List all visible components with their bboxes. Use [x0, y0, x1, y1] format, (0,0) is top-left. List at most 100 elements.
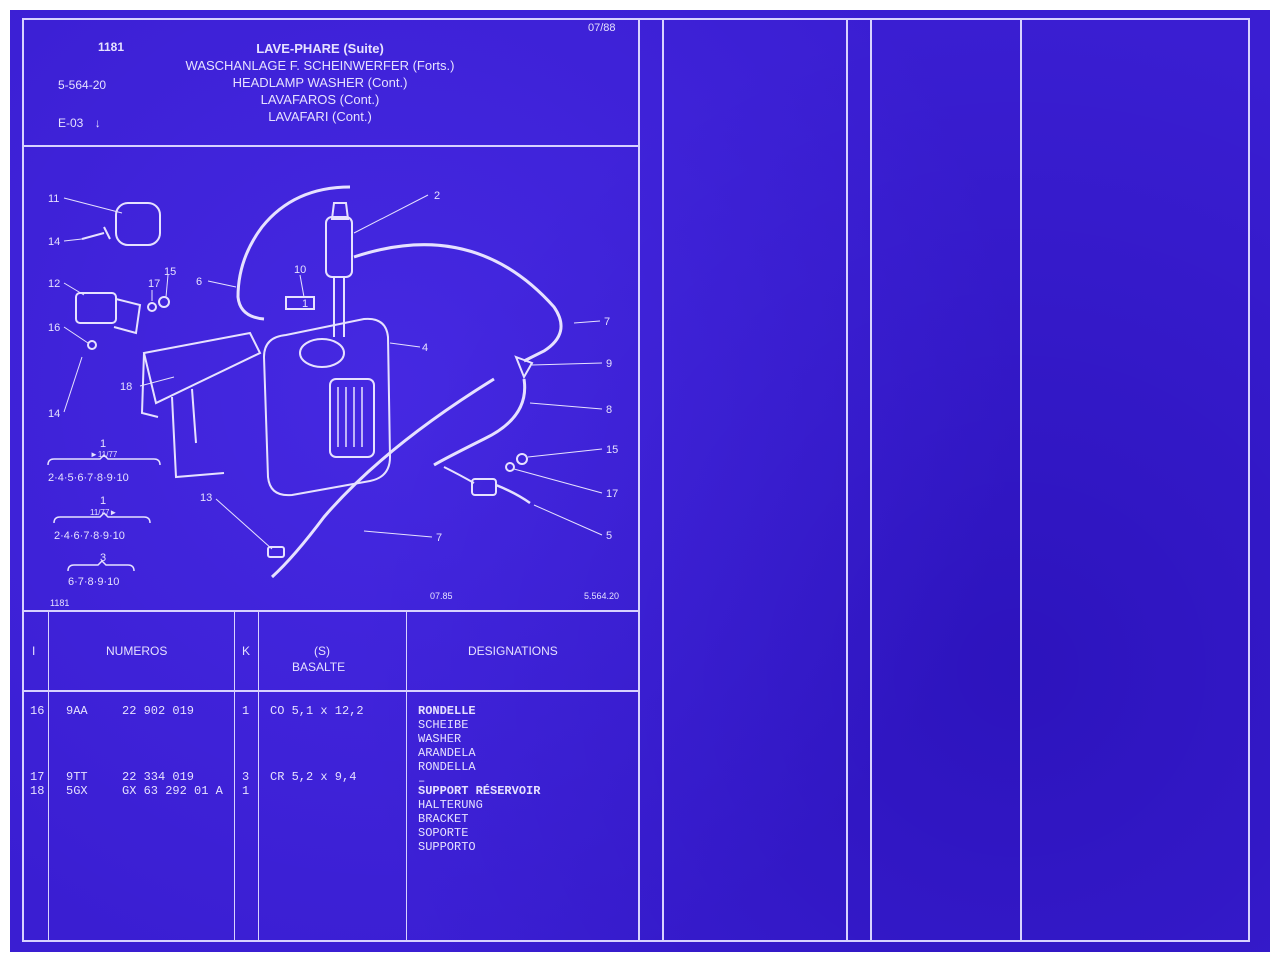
diagram-footer-ref: 5.564.20 — [584, 591, 619, 601]
callout-15: 15 — [606, 444, 618, 456]
leader-7-bottom — [363, 530, 433, 538]
legend-index: 3 — [100, 552, 106, 564]
leader-14-bottom — [63, 356, 83, 413]
col-header-k: K — [242, 644, 251, 658]
callout-14: 14 — [48, 408, 60, 420]
row-k: 1 — [242, 784, 250, 798]
parts-catalog-sheet: 07/88 1181 5-564-20 E-03 ↓ LAVE-PHARE (S… — [10, 10, 1270, 952]
leader-7-right — [573, 320, 601, 324]
col-header-i: I — [32, 644, 36, 658]
motor-screw — [81, 226, 111, 240]
frame-right — [1248, 18, 1250, 942]
leader-9 — [531, 362, 603, 366]
reservoir-neck — [299, 338, 345, 368]
callout-14: 14 — [48, 236, 60, 248]
table-col-line-2 — [234, 610, 235, 942]
designation-line: – — [418, 774, 426, 788]
diagram-footer-left: 1181 — [50, 598, 69, 608]
callout-5: 5 — [606, 530, 612, 542]
leader-10 — [299, 274, 305, 298]
leader-13 — [215, 498, 273, 550]
callout-11: 11 — [48, 193, 59, 205]
section-arrow: ↓ — [94, 116, 101, 130]
callout-17: 17 — [606, 488, 618, 500]
washer-16 — [87, 340, 97, 350]
row-k: 3 — [242, 770, 250, 784]
legend-note: ►11/77 — [90, 450, 118, 459]
table-col-line-4 — [406, 610, 407, 942]
leader-15-left — [165, 274, 169, 298]
diagram-separator — [22, 610, 640, 612]
leader-16 — [63, 326, 89, 344]
table-col-line-1 — [48, 610, 49, 942]
support-bracket — [142, 331, 262, 405]
legend-brace-1 — [47, 453, 161, 466]
row-index: 17 — [30, 770, 45, 784]
leader-6 — [207, 280, 237, 288]
washer-15-left — [158, 296, 170, 308]
callout-8: 8 — [606, 404, 612, 416]
hose-clip — [267, 546, 285, 558]
designation-line: ARANDELA — [418, 746, 476, 760]
leader-15-right — [527, 448, 603, 458]
col-header-s: (S) — [314, 644, 330, 658]
callout-6: 6 — [196, 276, 202, 288]
header-separator — [22, 145, 640, 147]
row-k: 1 — [242, 704, 250, 718]
callout-2: 2 — [434, 190, 440, 202]
frame-left — [22, 18, 24, 942]
hose-8 — [433, 378, 527, 467]
legend-note: 11/77► — [90, 508, 117, 517]
leader-14-top — [63, 238, 83, 242]
small-connector — [285, 296, 315, 310]
callout-4: 4 — [422, 342, 428, 354]
callout-9: 9 — [606, 358, 612, 370]
relay-unit — [75, 292, 117, 324]
reservoir-grille — [329, 378, 375, 458]
designation-line: RONDELLA — [418, 760, 476, 774]
designation-line: SUPPORT RÉSERVOIR — [418, 784, 541, 798]
leader-18 — [139, 376, 175, 387]
leader-17-right — [513, 468, 603, 494]
column-divider-3 — [846, 18, 848, 942]
leader-5 — [533, 504, 603, 536]
legend-index: 1 — [100, 495, 106, 507]
support-bracket-arm — [140, 352, 159, 418]
column-divider-2 — [662, 18, 664, 942]
legend-index: 1 — [100, 438, 106, 450]
column-divider-5 — [1020, 18, 1022, 942]
col-header-designations: DESIGNATIONS — [468, 644, 558, 658]
motor-unit — [115, 202, 161, 246]
section-code-label: E-03 — [58, 116, 84, 130]
designation-line: BRACKET — [418, 812, 469, 826]
diagram-footer-date: 07.85 — [430, 591, 453, 601]
group-code: 1181 — [98, 40, 125, 54]
callout-13: 13 — [200, 492, 212, 504]
legend-items: 2·4·5·6·7·8·9·10 — [48, 472, 129, 484]
tee-fitting — [514, 355, 534, 380]
pump-top — [330, 202, 350, 220]
row-index: 18 — [30, 784, 45, 798]
leader-2 — [353, 194, 429, 234]
washer-17-right — [505, 462, 515, 472]
row-spec: CO 5,1 x 12,2 — [270, 704, 364, 718]
table-col-line-3 — [258, 610, 259, 942]
nozzle-pipe — [495, 483, 531, 505]
nozzle-hose-link — [443, 466, 475, 484]
row-number: 22 334 019 — [122, 770, 195, 784]
header-date: 07/88 — [588, 22, 616, 34]
leader-12 — [63, 282, 85, 296]
column-divider-4 — [870, 18, 872, 942]
header-title-line: HEADLAMP WASHER (Cont.) — [232, 75, 408, 90]
row-code: 9AA — [66, 704, 88, 718]
legend-items: 6·7·8·9·10 — [68, 576, 119, 588]
row-code: 9TT — [66, 770, 88, 784]
callout-16: 16 — [48, 322, 60, 334]
leader-4 — [389, 342, 421, 348]
legend-brace-2 — [53, 511, 151, 524]
table-header-separator — [22, 690, 640, 692]
designation-line: SOPORTE — [418, 826, 469, 840]
row-spec: CR 5,2 x 9,4 — [270, 770, 357, 784]
header-title-line: WASCHANLAGE F. SCHEINWERFER (Forts.) — [185, 58, 455, 73]
